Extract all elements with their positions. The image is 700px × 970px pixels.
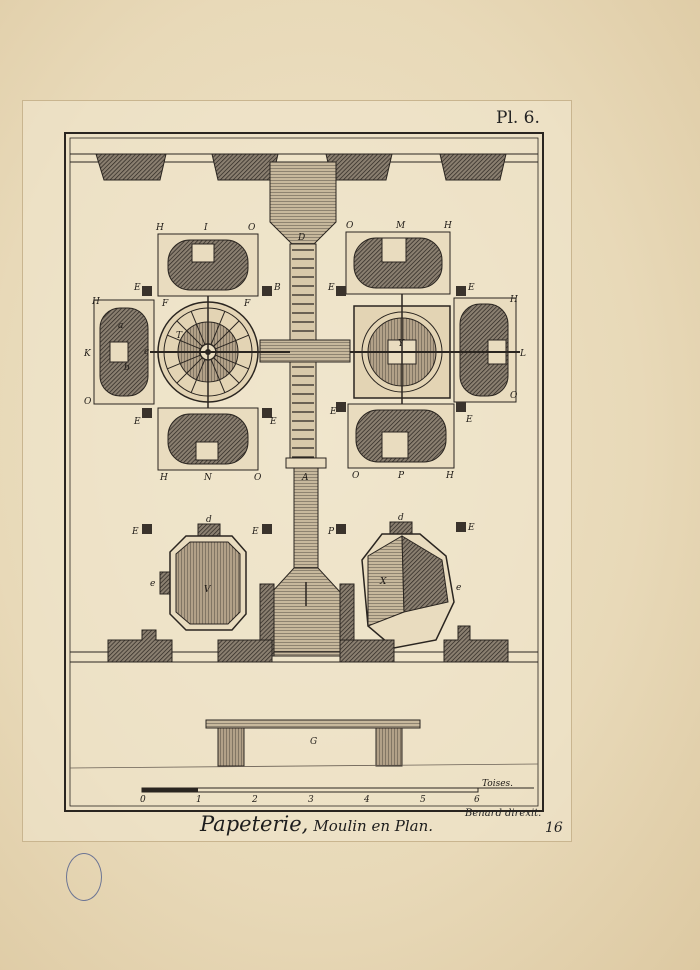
label-h: H — [91, 297, 100, 307]
bench-g — [69, 719, 539, 769]
label-e: E — [269, 417, 277, 427]
scale-tick: 6 — [474, 795, 480, 805]
label-e: e — [456, 583, 461, 593]
upper-channel — [269, 161, 337, 245]
label-e: e — [150, 579, 155, 589]
vat-v — [159, 523, 247, 631]
wheel-spoke — [210, 311, 226, 345]
label-f: F — [243, 299, 251, 309]
label-y: Y — [398, 339, 405, 349]
label-e: E — [465, 415, 473, 425]
wheel-spoke — [176, 357, 203, 384]
label-n: N — [203, 473, 213, 483]
wheel-spoke — [213, 320, 240, 347]
label-c: c — [144, 347, 149, 357]
scale-tick: 0 — [140, 795, 146, 805]
label-i: I — [203, 223, 208, 233]
label-h: H — [155, 223, 164, 233]
top-wall — [70, 153, 538, 181]
scale-tick: 5 — [420, 795, 426, 805]
label-h: H — [443, 221, 452, 231]
vat-x — [361, 521, 455, 649]
label-d: D — [297, 233, 305, 243]
label-d: d — [398, 513, 404, 523]
label-p: P — [397, 471, 405, 481]
library-stamp — [66, 853, 102, 901]
label-d: d — [206, 515, 212, 525]
label-b: b — [124, 363, 130, 373]
label-o: O — [510, 391, 518, 401]
bottom-wall — [70, 583, 538, 663]
label-e: E — [133, 283, 141, 293]
label-x: X — [379, 577, 387, 587]
scale-tick: 1 — [196, 795, 202, 805]
marker-e — [142, 524, 152, 534]
label-e: E — [329, 407, 337, 417]
label-o: O — [346, 221, 354, 231]
scale-tick: 3 — [308, 795, 314, 805]
engraving: H I O O M H D E B E E H F F H K L T Y a … — [64, 132, 544, 812]
label-e: E — [467, 523, 475, 533]
label-o: O — [254, 473, 262, 483]
wheel-spoke — [210, 359, 226, 393]
lower-channel — [271, 467, 341, 657]
label-f: F — [161, 299, 169, 309]
plate-caption: Papeterie, Moulin en Plan. — [200, 812, 433, 836]
label-l: L — [519, 349, 526, 359]
wheel-spoke — [215, 354, 249, 370]
label-a: a — [118, 321, 123, 331]
marker-e — [262, 524, 272, 534]
scale-bar — [141, 787, 534, 793]
wheel-spoke — [190, 359, 206, 393]
label-a: A — [301, 473, 309, 483]
label-v: V — [204, 585, 212, 595]
wheel-spoke — [167, 334, 201, 350]
frame-inner-border — [69, 137, 539, 807]
label-g: G — [310, 737, 317, 747]
page-number: 16 — [545, 820, 563, 836]
caption-title: Papeterie, — [200, 812, 309, 836]
label-h: H — [445, 471, 454, 481]
marker-e — [456, 522, 466, 532]
plate-number: Pl. 6. — [496, 108, 540, 128]
left-mill-cluster — [93, 233, 290, 471]
wheel-spoke — [215, 334, 249, 350]
label-e: E — [133, 417, 141, 427]
label-h: H — [159, 473, 168, 483]
scale-tick: 4 — [363, 795, 370, 805]
wheel-spoke — [176, 320, 203, 347]
marker-e — [336, 524, 346, 534]
label-m: M — [395, 221, 406, 231]
label-o: O — [84, 397, 92, 407]
block-a — [285, 457, 327, 469]
label-o: O — [352, 471, 360, 481]
scale-unit: Toises. — [482, 779, 513, 789]
engraver-credit: Benard direxit. — [465, 808, 542, 819]
scale-tick: 2 — [251, 795, 258, 805]
label-k: K — [83, 349, 92, 359]
label-t: T — [176, 331, 183, 341]
label-p: P — [327, 527, 335, 537]
wheel-spoke — [167, 354, 201, 370]
label-o: O — [248, 223, 256, 233]
wheel-spoke — [213, 357, 240, 384]
right-mill-cluster — [336, 231, 520, 469]
label-e: E — [467, 283, 475, 293]
label-h: H — [509, 295, 518, 305]
caption-subtitle: Moulin en Plan. — [313, 817, 434, 835]
wheel-spoke — [190, 311, 206, 345]
label-e: E — [251, 527, 259, 537]
label-e: E — [131, 527, 139, 537]
label-b: B — [273, 283, 281, 293]
label-e: E — [327, 283, 335, 293]
frame-border — [64, 132, 544, 812]
